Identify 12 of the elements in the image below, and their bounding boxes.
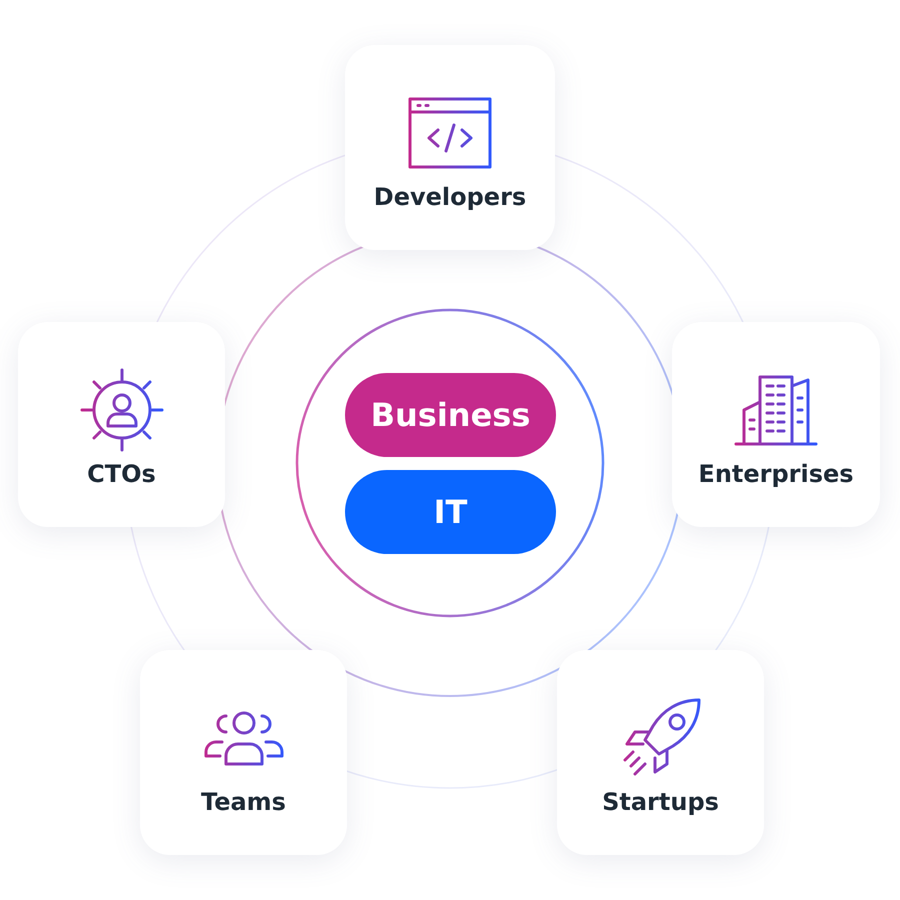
card <box>557 650 764 855</box>
card-label: Developers <box>372 183 528 211</box>
card <box>672 322 880 527</box>
tag-pill: IT <box>345 470 556 554</box>
card <box>140 650 347 855</box>
card <box>18 322 225 527</box>
card-label: CTOs <box>86 460 157 488</box>
card-label: Enterprises <box>697 460 855 488</box>
card-label: Teams <box>200 788 287 816</box>
tag-pill: Business <box>345 373 556 457</box>
card <box>345 45 555 250</box>
card-label: Startups <box>601 788 720 816</box>
